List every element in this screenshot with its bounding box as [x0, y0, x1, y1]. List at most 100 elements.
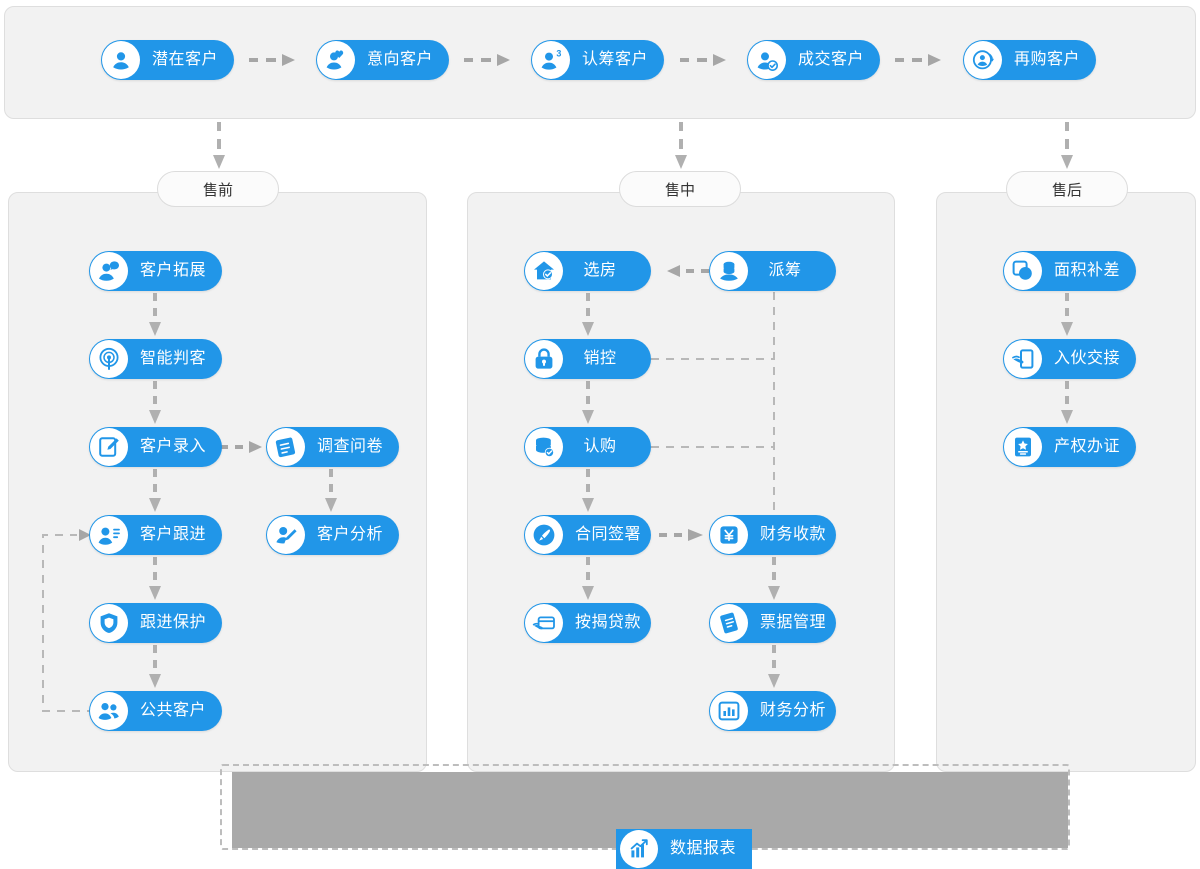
- node-跟进保护[interactable]: 跟进保护: [89, 603, 223, 643]
- certificate-icon: [1004, 428, 1042, 466]
- node-label: 财务收款: [760, 526, 827, 543]
- node-票据管理[interactable]: 票据管理: [709, 603, 836, 643]
- user-icon: [102, 41, 140, 79]
- presale-arrow-4: [147, 556, 163, 604]
- user-number-icon: 3: [532, 41, 570, 79]
- drop-arrow-aftersale: [1059, 121, 1075, 176]
- radar-icon: [90, 340, 128, 378]
- node-财务收款[interactable]: 财务收款: [709, 515, 836, 555]
- node-label: 派筹: [768, 262, 802, 279]
- drop-arrow-insale: [673, 121, 689, 176]
- stage-node-label: 再购客户: [1014, 51, 1081, 68]
- stage-arrow-2: [463, 52, 518, 68]
- insale-arrow-6: [766, 644, 782, 692]
- stage-node-label: 成交客户: [798, 51, 865, 68]
- node-按揭贷款[interactable]: 按揭贷款: [524, 603, 651, 643]
- node-label: 产权办证: [1054, 438, 1121, 455]
- node-label: 认购: [583, 438, 617, 455]
- lock-icon: [525, 340, 563, 378]
- bar-chart-icon: [710, 692, 748, 730]
- aftersale-arrow-2: [1059, 380, 1075, 428]
- node-label: 合同签署: [575, 526, 642, 543]
- section-label-presale: 售前: [157, 171, 279, 207]
- node-客户拓展[interactable]: 客户拓展: [89, 251, 223, 291]
- insale-arrow-4: [580, 556, 596, 604]
- stage-node-再购客户[interactable]: 再购客户: [963, 40, 1097, 80]
- node-label: 按揭贷款: [575, 614, 642, 631]
- node-认购[interactable]: 认购: [524, 427, 651, 467]
- area-diff-icon: [1004, 252, 1042, 290]
- section-title: 售中: [664, 181, 695, 199]
- node-调查问卷[interactable]: 调查问卷: [266, 427, 400, 467]
- node-label: 跟进保护: [140, 614, 207, 631]
- node-label: 客户跟进: [140, 526, 207, 543]
- presale-arrow-5: [147, 644, 163, 692]
- node-派筹[interactable]: 派筹: [709, 251, 836, 291]
- insale-arrow-5: [766, 556, 782, 604]
- node-label: 客户录入: [140, 438, 207, 455]
- presale-arrow-1: [147, 292, 163, 340]
- node-入伙交接[interactable]: 入伙交接: [1003, 339, 1137, 379]
- stage-arrow-3: [679, 52, 734, 68]
- presale-arrow-survey: [219, 439, 269, 455]
- node-合同签署[interactable]: 合同签署: [524, 515, 651, 555]
- section-label-insale: 售中: [619, 171, 741, 207]
- stage-node-label: 意向客户: [367, 51, 434, 68]
- handover-icon: [1004, 340, 1042, 378]
- insale-branch-xiaokong: [651, 352, 777, 366]
- node-财务分析[interactable]: 财务分析: [709, 691, 836, 731]
- stage-node-潜在客户[interactable]: 潜在客户: [101, 40, 235, 80]
- node-客户跟进[interactable]: 客户跟进: [89, 515, 223, 555]
- user-analyze-icon: [267, 516, 305, 554]
- section-title: 售后: [1051, 181, 1082, 199]
- user-heart-icon: [317, 41, 355, 79]
- pen-sign-icon: [525, 516, 563, 554]
- node-公共客户[interactable]: 公共客户: [89, 691, 223, 731]
- section-title: 售前: [202, 181, 233, 199]
- node-客户录入[interactable]: 客户录入: [89, 427, 223, 467]
- stage-arrow-4: [894, 52, 949, 68]
- coins-icon: [710, 252, 748, 290]
- node-客户分析[interactable]: 客户分析: [266, 515, 400, 555]
- insale-branch-rengou: [651, 440, 777, 454]
- presale-arrow-3: [147, 468, 163, 516]
- stage-node-label: 潜在客户: [152, 51, 219, 68]
- user-refresh-icon: [964, 41, 1002, 79]
- edit-form-icon: [90, 428, 128, 466]
- node-面积补差[interactable]: 面积补差: [1003, 251, 1137, 291]
- node-label: 客户分析: [317, 526, 384, 543]
- user-list-icon: [90, 516, 128, 554]
- node-智能判客[interactable]: 智能判客: [89, 339, 223, 379]
- node-数据报表[interactable]: 数据报表: [616, 829, 753, 869]
- shield-icon: [90, 604, 128, 642]
- questionnaire-icon: [267, 428, 305, 466]
- svg-text:3: 3: [556, 49, 561, 59]
- node-label: 客户拓展: [140, 262, 207, 279]
- node-label: 公共客户: [140, 702, 207, 719]
- stage-node-意向客户[interactable]: 意向客户: [316, 40, 450, 80]
- node-label: 智能判客: [140, 350, 207, 367]
- card-hand-icon: [525, 604, 563, 642]
- presale-panel: [8, 192, 427, 772]
- user-check-icon: [748, 41, 786, 79]
- insale-arrow-1: [580, 292, 596, 340]
- stage-arrow-1: [248, 52, 303, 68]
- node-label: 入伙交接: [1054, 350, 1121, 367]
- node-label: 选房: [583, 262, 617, 279]
- presale-arrow-analysis: [323, 468, 339, 516]
- user-expand-icon: [90, 252, 128, 290]
- stage-node-label: 认筹客户: [582, 51, 649, 68]
- aftersale-arrow-1: [1059, 292, 1075, 340]
- database-check-icon: [525, 428, 563, 466]
- node-label: 财务分析: [760, 702, 827, 719]
- presale-arrow-2: [147, 380, 163, 428]
- stage-node-成交客户[interactable]: 成交客户: [747, 40, 881, 80]
- stage-node-认筹客户[interactable]: 3 认筹客户: [531, 40, 665, 80]
- node-label: 面积补差: [1054, 262, 1121, 279]
- node-产权办证[interactable]: 产权办证: [1003, 427, 1137, 467]
- drop-arrow-presale: [211, 121, 227, 176]
- node-label: 调查问卷: [317, 438, 384, 455]
- yuan-icon: [710, 516, 748, 554]
- node-选房[interactable]: 选房: [524, 251, 651, 291]
- node-销控[interactable]: 销控: [524, 339, 651, 379]
